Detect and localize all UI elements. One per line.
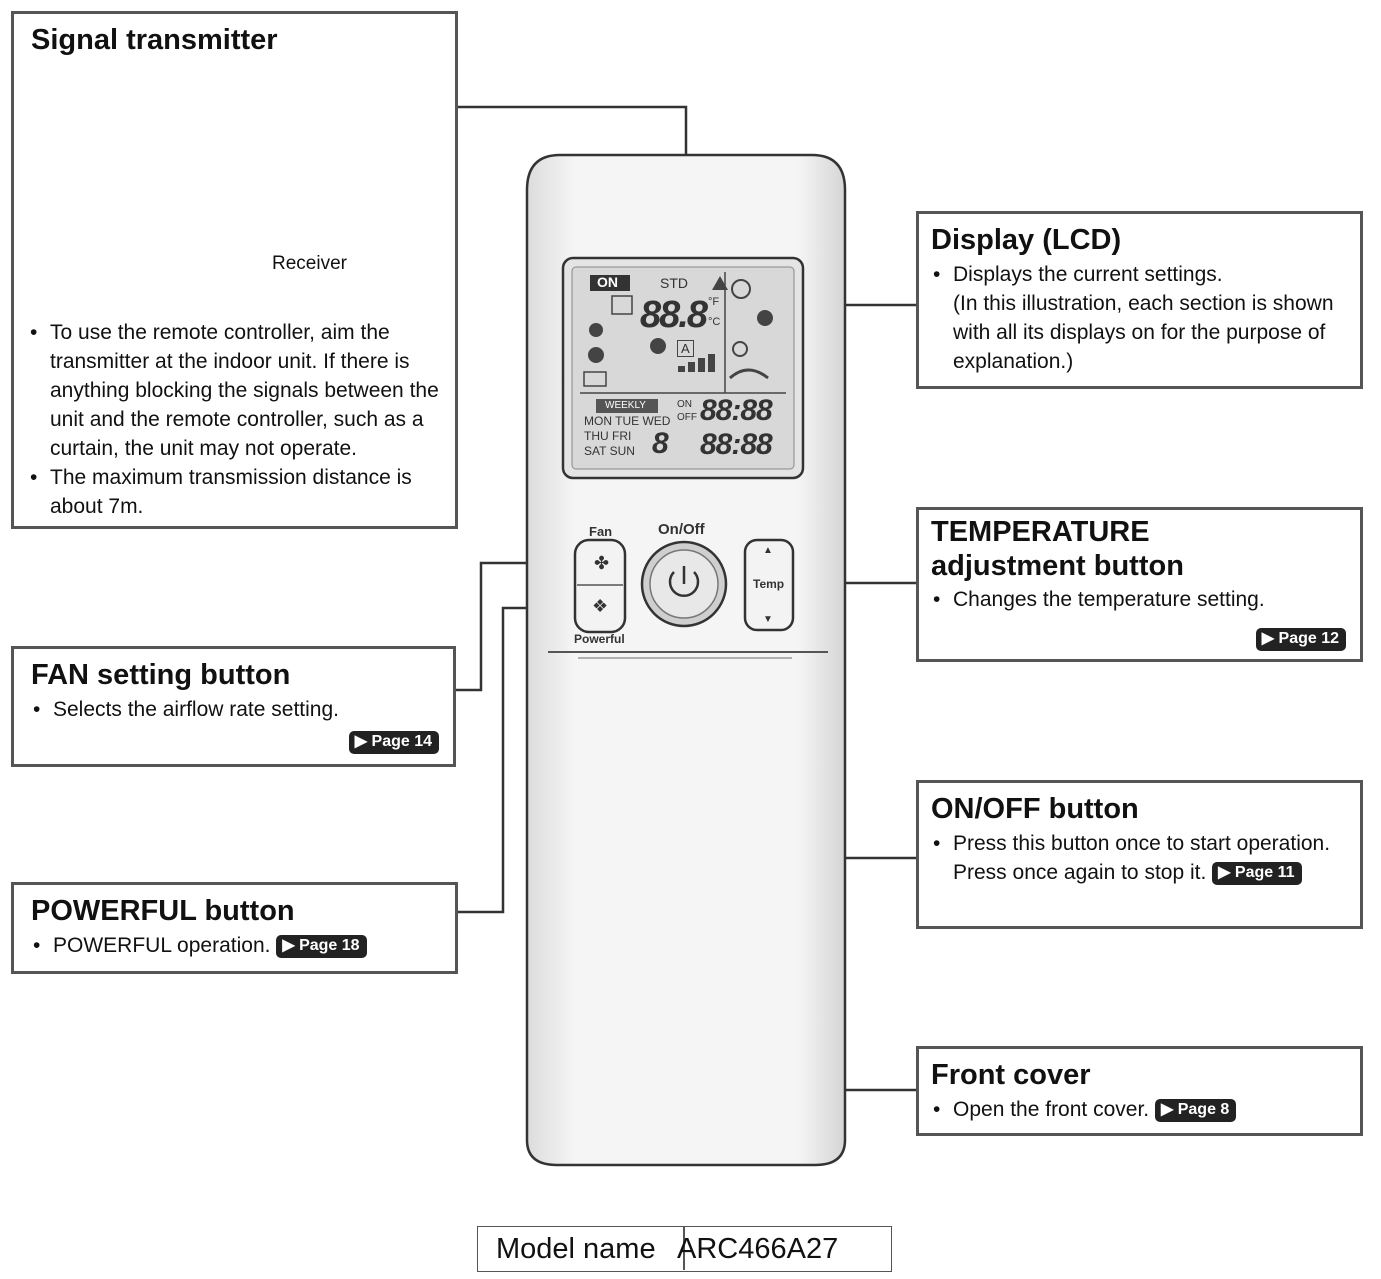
powerful-page-text: Page 18: [299, 936, 360, 954]
model-name-box: Model name ARC466A27: [477, 1226, 892, 1272]
temperature-title-line1: TEMPERATURE: [931, 516, 1150, 548]
front-cover-panel: Front cover Open the front cover. ▶ Page…: [916, 1046, 1363, 1136]
fan-icon[interactable]: ✤: [594, 553, 610, 573]
lcd-auto-mode: A: [677, 340, 694, 357]
temperature-bullet: Changes the temperature setting.: [931, 585, 1350, 614]
powerful-bullet: POWERFUL operation. ▶ Page 18: [31, 931, 445, 960]
lcd-timer-2: 88:88: [700, 428, 773, 461]
lcd-days-row1: MON TUE WED: [584, 414, 671, 428]
signal-transmitter-title: Signal transmitter: [31, 24, 278, 56]
powerful-panel: POWERFUL button POWERFUL operation. ▶ Pa…: [11, 882, 458, 974]
receiver-label: Receiver: [272, 253, 347, 274]
temp-down-icon[interactable]: ▼: [763, 614, 773, 625]
lcd-std-label: STD: [660, 275, 688, 291]
fan-setting-panel: FAN setting button Selects the airflow r…: [11, 646, 456, 767]
lcd-icons: [583, 276, 773, 387]
temperature-panel: TEMPERATURE adjustment button Changes th…: [916, 507, 1363, 662]
temp-button-label: Temp: [753, 577, 785, 591]
signal-bullet: The maximum transmission distance is abo…: [28, 463, 448, 521]
temp-up-icon[interactable]: ▲: [763, 545, 773, 556]
powerful-page-ref[interactable]: ▶ Page 18: [276, 934, 367, 958]
lcd-on-label: ON: [677, 399, 692, 410]
powerful-icon[interactable]: ❖: [592, 596, 609, 616]
lcd-timer-1: 88:88: [700, 394, 773, 427]
model-divider: [683, 1227, 685, 1270]
signal-transmitter-panel: Signal transmitter Receiver To use the r…: [11, 11, 458, 529]
powerful-title: POWERFUL button: [31, 895, 295, 927]
lcd-temp-digits: 88.8: [640, 294, 708, 336]
front-cover-bullet: Open the front cover. ▶ Page 8: [931, 1095, 1350, 1124]
lcd-days-row2: THU FRI: [584, 429, 632, 443]
temperature-bullets: Changes the temperature setting.: [931, 585, 1350, 614]
fan-page-ref[interactable]: ▶ Page 14: [348, 731, 439, 754]
front-cover-page-ref[interactable]: ▶ Page 8: [1154, 1098, 1237, 1122]
fan-title: FAN setting button: [31, 659, 291, 691]
model-name-label: Model name: [496, 1233, 656, 1265]
onoff-page-ref[interactable]: ▶ Page 11: [1212, 861, 1302, 885]
onoff-panel: ON/OFF button Press this button once to …: [916, 780, 1363, 929]
front-cover-title: Front cover: [931, 1059, 1091, 1091]
lcd-off-label: OFF: [677, 412, 697, 423]
onoff-page-text: Page 11: [1234, 863, 1295, 881]
front-cover-page-text: Page 8: [1177, 1100, 1230, 1118]
lcd-on-indicator: ON: [597, 274, 618, 290]
onoff-note: Press once again to stop it. ▶ Page 11: [931, 858, 1350, 887]
lcd-deg-f: °F: [708, 296, 720, 308]
fan-powerful-button-frame: [573, 538, 627, 634]
temperature-page-text: Page 12: [1278, 630, 1339, 647]
display-bullets: Displays the current settings. (In this …: [931, 260, 1350, 376]
temp-button-frame: [743, 538, 795, 632]
fan-bullets: Selects the airflow rate setting.: [31, 695, 443, 724]
lcd-days-row3: SAT SUN: [584, 444, 635, 458]
onoff-bullets: Press this button once to start operatio…: [931, 829, 1350, 887]
signal-callout-line: [456, 105, 688, 155]
front-cover-bullets: Open the front cover. ▶ Page 8: [931, 1095, 1350, 1124]
display-note: (In this illustration, each section is s…: [953, 291, 1334, 373]
temperature-title-line2: adjustment button: [931, 549, 1184, 582]
powerful-bullets: POWERFUL operation. ▶ Page 18: [31, 931, 445, 960]
powerful-button-label: Powerful: [574, 632, 625, 646]
temperature-page-ref[interactable]: ▶ Page 12: [1255, 628, 1346, 651]
fan-bullet: Selects the airflow rate setting.: [31, 695, 443, 724]
powerful-bullet-text: POWERFUL operation.: [53, 933, 271, 957]
fan-page-text: Page 14: [371, 733, 432, 750]
lcd-deg-c: °C: [708, 316, 721, 328]
fan-button-label: Fan: [589, 524, 613, 539]
lcd-day-digit: 8: [652, 427, 669, 460]
signal-bullet: To use the remote controller, aim the tr…: [28, 318, 448, 463]
display-lcd-panel: Display (LCD) Displays the current setti…: [916, 211, 1363, 389]
onoff-button[interactable]: [644, 543, 726, 625]
model-name-value: ARC466A27: [677, 1233, 839, 1265]
onoff-note-text: Press once again to stop it.: [953, 860, 1207, 884]
display-bullet: Displays the current settings.: [931, 260, 1350, 289]
front-cover-bullet-text: Open the front cover.: [953, 1097, 1150, 1121]
onoff-title: ON/OFF button: [931, 793, 1139, 825]
onoff-button-label: On/Off: [658, 521, 705, 538]
display-title: Display (LCD): [931, 224, 1122, 256]
signal-bullets: To use the remote controller, aim the tr…: [28, 318, 448, 521]
lcd-weekly: WEEKLY: [605, 400, 646, 411]
onoff-bullet: Press this button once to start operatio…: [931, 829, 1350, 858]
